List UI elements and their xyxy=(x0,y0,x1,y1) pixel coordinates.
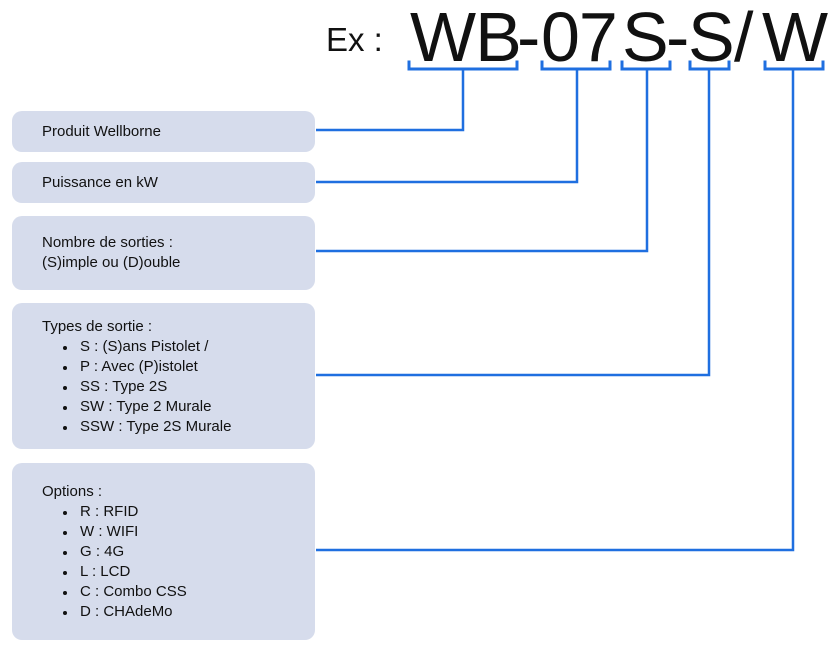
list-item: SW : Type 2 Murale xyxy=(63,397,315,417)
box-outputs-title: Nombre de sorties : xyxy=(42,234,173,251)
box-options-title: Options : xyxy=(42,483,103,500)
code-part-outputs: S xyxy=(622,0,669,76)
connector-power xyxy=(316,69,579,184)
box-power-title: Puissance en kW xyxy=(42,174,158,191)
code-part-dash-1: - xyxy=(517,0,540,76)
list-item: S : (S)ans Pistolet / xyxy=(63,337,315,357)
code-part-options: W xyxy=(762,0,828,76)
list-item: D : CHAdeMo xyxy=(63,602,315,622)
example-prefix: Ex : xyxy=(326,21,383,58)
box-output-types: Types de sortie : S : (S)ans Pistolet / … xyxy=(12,303,315,449)
list-item: W : WIFI xyxy=(63,522,315,542)
box-outputs-subtitle: (S)imple ou (D)ouble xyxy=(42,254,181,271)
connector-outputs xyxy=(316,69,649,253)
box-outputs: Nombre de sorties : (S)imple ou (D)ouble xyxy=(12,216,315,290)
code-part-slash: / xyxy=(734,0,753,76)
code-part-power: 07 xyxy=(541,0,618,76)
output-types-list: S : (S)ans Pistolet / P : Avec (P)istole… xyxy=(42,337,315,437)
list-item: R : RFID xyxy=(63,502,315,522)
options-list: R : RFID W : WIFI G : 4G L : LCD C : Com… xyxy=(42,502,315,622)
code-part-output-type: S xyxy=(688,0,735,76)
connector-output-types xyxy=(316,69,711,377)
list-item: L : LCD xyxy=(63,562,315,582)
box-product: Produit Wellborne xyxy=(12,111,315,152)
connector-options xyxy=(316,69,795,552)
code-part-dash-2: - xyxy=(666,0,689,76)
box-options: Options : R : RFID W : WIFI G : 4G L : L… xyxy=(12,463,315,640)
code-part-wb: WB xyxy=(410,0,522,76)
list-item: SSW : Type 2S Murale xyxy=(63,417,315,437)
box-power: Puissance en kW xyxy=(12,162,315,203)
list-item: P : Avec (P)istolet xyxy=(63,357,315,377)
list-item: G : 4G xyxy=(63,542,315,562)
list-item: C : Combo CSS xyxy=(63,582,315,602)
box-product-title: Produit Wellborne xyxy=(42,123,161,140)
list-item: SS : Type 2S xyxy=(63,377,315,397)
connector-product xyxy=(316,69,465,132)
box-output-types-title: Types de sortie : xyxy=(42,318,153,335)
